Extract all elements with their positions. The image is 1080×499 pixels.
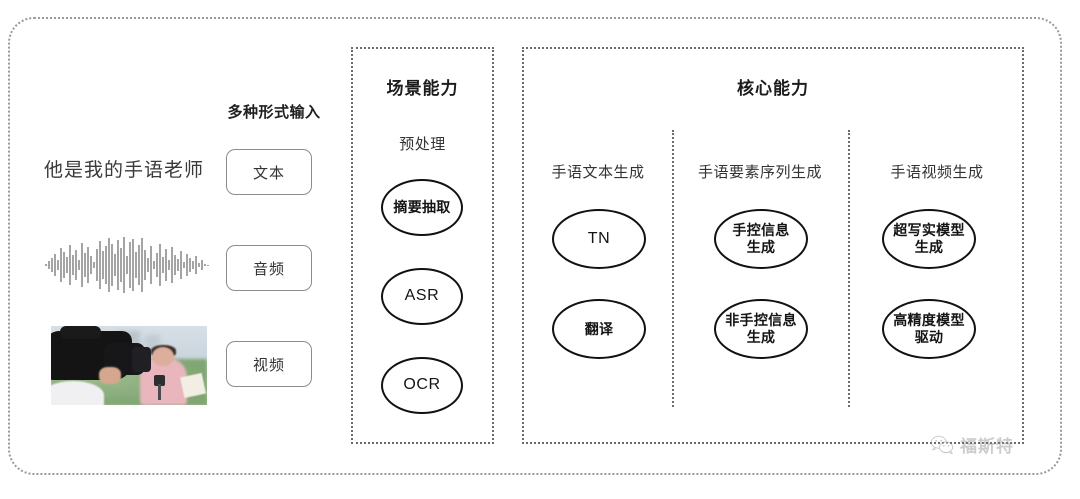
node-translation[interactable]: 翻译: [552, 299, 646, 359]
node-tn[interactable]: TN: [552, 209, 646, 269]
core-group-heading-sign-elements: 手语要素序列生成: [697, 164, 822, 181]
core-divider-1: [672, 130, 674, 407]
multi-input-heading: 多种形式输入: [227, 104, 321, 121]
sample-sentence-text: 他是我的手语老师: [44, 160, 205, 181]
outer-dotted-frame: [8, 17, 1062, 475]
node-summary-extraction[interactable]: 摘要抽取: [381, 179, 463, 236]
audio-waveform-icon: [45, 237, 209, 293]
core-capability-title: 核心能力: [737, 79, 809, 98]
core-group-heading-sign-video: 手语视频生成: [890, 164, 984, 181]
scene-capability-panel: 场景能力 预处理 摘要抽取 ASR OCR: [351, 47, 494, 444]
core-group-heading-sign-text: 手语文本生成: [551, 164, 645, 181]
modality-box-text[interactable]: 文本: [226, 149, 312, 195]
node-nonmanual-feature-generation[interactable]: 非手控信息 生成: [714, 299, 808, 359]
video-thumbnail-icon: [51, 326, 207, 405]
node-photoreal-model-generation[interactable]: 超写实模型 生成: [882, 209, 976, 269]
scene-group-heading-preprocess: 预处理: [399, 136, 446, 153]
node-manual-feature-generation[interactable]: 手控信息 生成: [714, 209, 808, 269]
node-asr[interactable]: ASR: [381, 268, 463, 325]
scene-capability-title: 场景能力: [386, 79, 459, 98]
watermark: 福斯特: [930, 432, 1014, 457]
core-capability-panel: 核心能力 手语文本生成 TN 翻译 手语要素序列生成 手控信息 生成 非手控信息…: [522, 47, 1024, 444]
wechat-icon: [930, 435, 954, 454]
core-divider-2: [848, 130, 850, 407]
modality-box-audio[interactable]: 音频: [226, 245, 312, 291]
modality-box-video[interactable]: 视频: [226, 341, 312, 387]
watermark-text: 福斯特: [960, 437, 1014, 456]
node-ocr[interactable]: OCR: [381, 357, 463, 414]
node-highprecision-model-driving[interactable]: 高精度模型 驱动: [882, 299, 976, 359]
